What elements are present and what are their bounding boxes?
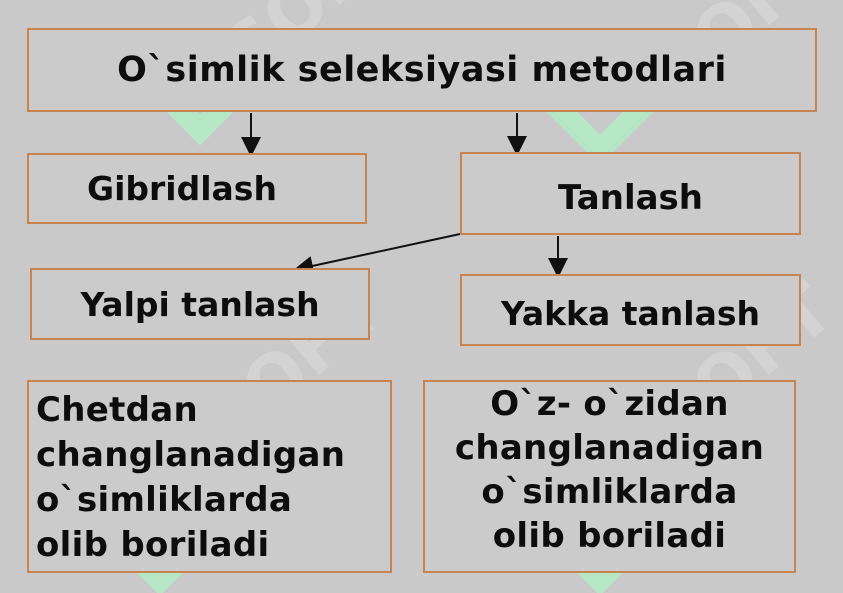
node-yakka-tanlash: Yakka tanlash	[460, 274, 801, 346]
note-cross-pollinated: Chetdan changlanadigan o`simliklarda oli…	[27, 380, 392, 573]
note-line: changlanadigan	[36, 435, 346, 475]
note-line: olib boriladi	[36, 525, 270, 565]
yalpi-tanlash-label: Yalpi tanlash	[80, 284, 320, 324]
note-line: o`simliklarda	[481, 472, 738, 512]
node-yalpi-tanlash: Yalpi tanlash	[30, 268, 370, 340]
arrow-tanlash-to-yalpi	[293, 233, 461, 276]
root-node: O`simlik seleksiyasi metodlari	[27, 28, 817, 112]
note-line: O`z- o`zidan	[490, 384, 729, 424]
note-line: o`simliklarda	[36, 480, 293, 520]
note-line: changlanadigan	[454, 428, 765, 468]
root-label: O`simlik seleksiyasi metodlari	[117, 50, 727, 90]
note-line: olib boriladi	[492, 516, 727, 556]
node-gibridlash: Gibridlash	[27, 153, 367, 224]
node-tanlash: Tanlash	[460, 152, 801, 235]
yakka-tanlash-label: Yakka tanlash	[500, 293, 761, 333]
note-line: Chetdan	[36, 390, 199, 430]
tanlash-label: Tanlash	[558, 177, 703, 218]
note-self-pollinated: O`z- o`zidan changlanadigan o`simliklard…	[423, 380, 796, 573]
gibridlash-label: Gibridlash	[87, 169, 277, 208]
